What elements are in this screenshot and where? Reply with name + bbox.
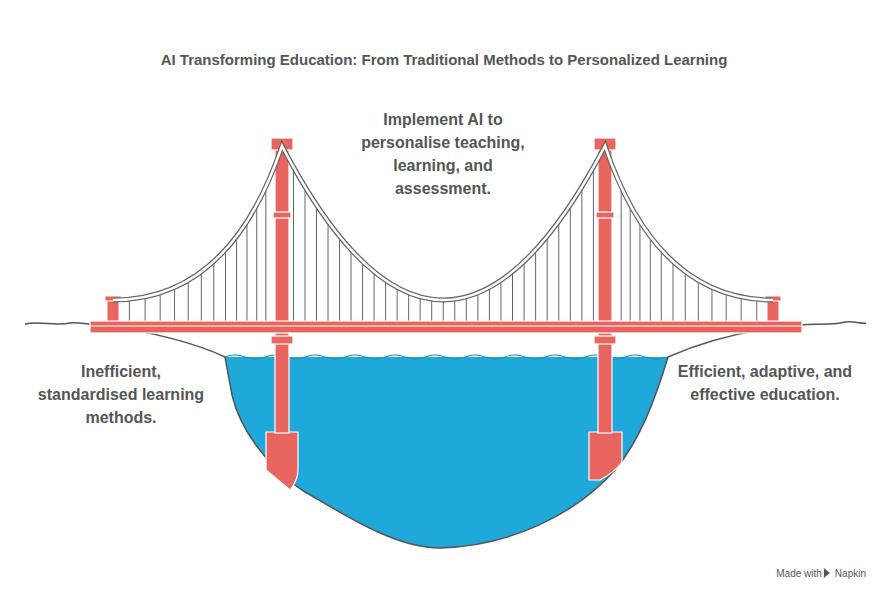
diagram-title: AI Transforming Education: From Traditio… [161,50,728,70]
suspender [621,187,622,321]
suspender [726,293,727,321]
suspender [685,272,686,321]
watermark-text: Made with [776,568,822,579]
suspender [362,262,363,322]
suspender [535,250,536,321]
suspender [328,221,329,321]
suspender [477,293,478,321]
suspender [756,299,757,321]
suspender [512,272,513,321]
suspender [316,205,317,321]
suspender [524,262,525,322]
suspender [385,280,386,321]
suspender [256,205,257,321]
suspender [201,272,202,321]
suspender [339,236,340,321]
suspender [265,187,266,321]
suspender [129,299,130,321]
suspender [639,221,640,321]
step-label: Implement AI to personalise teaching, le… [353,108,533,200]
napkin-logo [824,568,830,578]
suspender [443,300,444,321]
suspender [489,287,490,321]
suspender [225,250,226,321]
suspender [160,293,161,321]
suspender [236,236,237,321]
suspender [466,297,467,321]
suspender [547,236,548,321]
suspender [246,221,247,321]
suspender [305,187,306,321]
bridge-deck [90,321,802,333]
watermark-text: Napkin [835,568,866,579]
suspender [570,205,571,321]
ground-line [25,322,866,548]
end-label: Efficient, adaptive, and effective educa… [675,360,855,406]
suspender [661,250,662,321]
suspender [174,287,175,321]
suspender [351,250,352,321]
suspender [454,299,455,321]
suspender [673,262,674,322]
suspender [293,167,294,321]
suspender [650,236,651,321]
suspender [408,293,409,321]
suspender [188,280,189,321]
suspender [558,221,559,321]
bridge-tower [589,138,622,480]
suspender [431,299,432,321]
bridge-tower [266,138,298,490]
suspender [397,287,398,321]
suspender [630,205,631,321]
start-label: Inefficient, standardised learning metho… [36,360,206,429]
suspender [374,272,375,321]
suspender [213,262,214,322]
suspender [581,187,582,321]
suspender [711,287,712,321]
suspender [500,280,501,321]
suspender [420,297,421,321]
suspender [698,280,699,321]
suspender [145,297,146,321]
deck-line [90,326,802,327]
watermark: Made with Napkin [776,568,866,579]
suspender [741,297,742,321]
suspender [593,167,594,321]
